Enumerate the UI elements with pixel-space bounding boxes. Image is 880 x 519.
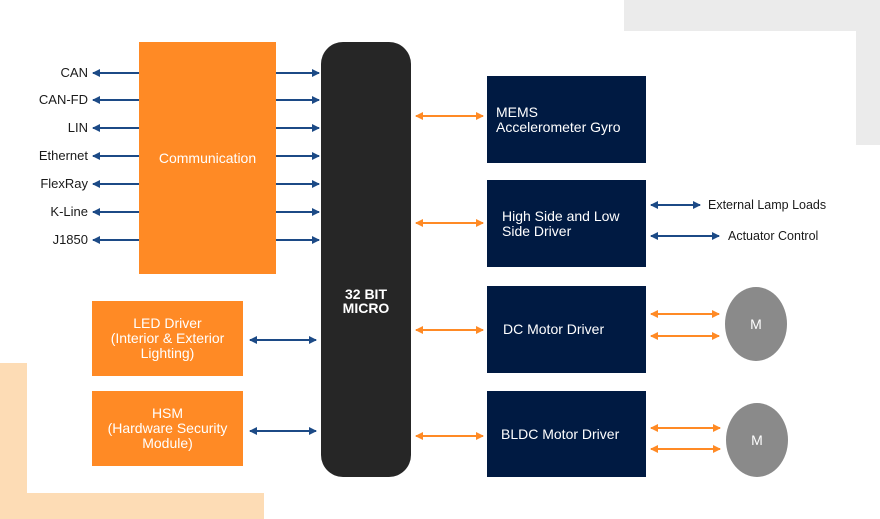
bldc-motor-label: M <box>751 432 763 448</box>
hsm-title: HSM <box>151 405 184 421</box>
decor-gray-side-bar <box>856 0 880 145</box>
micro-label-line2: MICRO <box>342 300 390 316</box>
decor-gray-top-bar <box>624 0 880 31</box>
mems-title: MEMS <box>496 103 538 120</box>
communication-label: Communication <box>158 149 257 166</box>
mems-subtitle: Accelerometer Gyro <box>496 118 621 135</box>
decor-peach-bottom-bar <box>0 493 264 519</box>
high-low-driver-line1: High Side and Low <box>502 207 620 224</box>
dc-motor-driver-label: DC Motor Driver <box>503 321 605 337</box>
protocol-label: Ethernet <box>38 148 88 163</box>
bldc-motor-driver-label: BLDC Motor Driver <box>501 425 620 442</box>
protocol-label: LIN <box>67 120 88 135</box>
protocol-label: J1850 <box>52 232 88 247</box>
micro-label-line1: 32 BIT <box>344 286 387 302</box>
communication-block: Communication <box>139 42 276 274</box>
hsm-subtitle: (Hardware Security <box>107 420 228 436</box>
dc-motor-icon: M <box>725 287 787 361</box>
hsm-block: HSM (Hardware Security Module) <box>92 391 243 466</box>
mems-block: MEMS Accelerometer Gyro <box>487 76 646 163</box>
protocol-label: K-Line <box>50 204 88 219</box>
micro-controller-block: 32 BIT MICRO <box>321 42 411 477</box>
led-driver-subtitle: (Interior & Exterior <box>110 330 225 346</box>
dc-motor-driver-block: DC Motor Driver <box>487 286 646 373</box>
dc-motor-label: M <box>750 316 762 332</box>
hsm-subtitle-2: Module) <box>142 435 193 451</box>
actuator-control-label: Actuator Control <box>728 229 819 243</box>
high-low-driver-line2: Side Driver <box>502 222 572 239</box>
bldc-motor-driver-block: BLDC Motor Driver <box>487 391 646 477</box>
protocol-label: FlexRay <box>40 176 88 191</box>
high-low-side-driver-block: High Side and Low Side Driver <box>487 180 646 267</box>
bldc-motor-icon: M <box>726 403 788 477</box>
led-driver-subtitle-2: Lighting) <box>140 345 195 361</box>
protocol-label: CAN <box>60 65 88 80</box>
external-lamp-loads-label: External Lamp Loads <box>708 198 827 212</box>
led-driver-title: LED Driver <box>133 315 202 331</box>
led-driver-block: LED Driver (Interior & Exterior Lighting… <box>92 301 243 376</box>
protocol-label: CAN-FD <box>38 92 88 107</box>
